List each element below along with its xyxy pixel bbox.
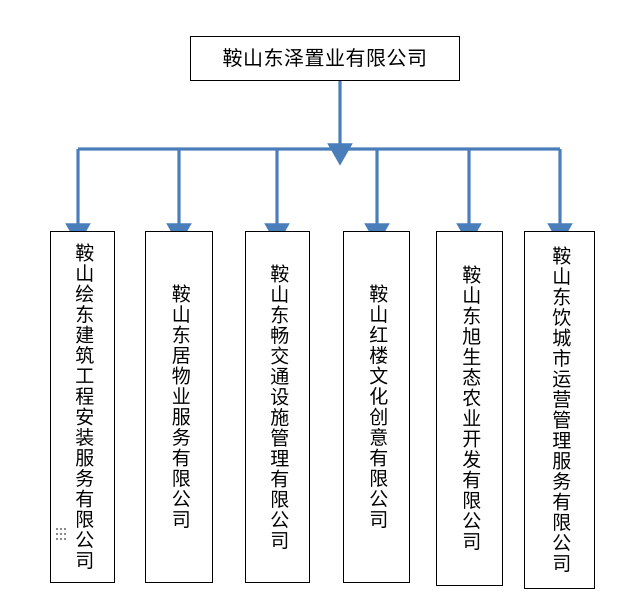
handle-dot <box>64 538 66 540</box>
child-node-label: 鞍山东居物业服务有限公司 <box>168 284 190 530</box>
child-node-label: 鞍山东旭生态农业开发有限公司 <box>459 265 481 552</box>
child-node-5[interactable]: 鞍山东旭生态农业开发有限公司 <box>436 231 503 586</box>
handle-dot <box>60 533 62 535</box>
child-node-label: 鞍山红楼文化创意有限公司 <box>366 284 388 530</box>
root-node-label: 鞍山东泽置业有限公司 <box>222 47 428 70</box>
handle-dot <box>60 538 62 540</box>
handle-dot <box>56 528 58 530</box>
handle-dot <box>60 528 62 530</box>
handle-dot <box>64 528 66 530</box>
child-node-1[interactable]: 鞍山绘东建筑工程安装服务有限公司 <box>50 231 115 583</box>
child-node-4[interactable]: 鞍山红楼文化创意有限公司 <box>343 231 410 583</box>
handle-dot <box>64 533 66 535</box>
handle-dot <box>56 533 58 535</box>
child-node-6[interactable]: 鞍山东饮城市运营管理服务有限公司 <box>524 231 595 589</box>
child-node-label: 鞍山东畅交通设施管理有限公司 <box>267 263 289 551</box>
root-node[interactable]: 鞍山东泽置业有限公司 <box>190 36 460 81</box>
resize-handle-dots[interactable] <box>56 528 67 543</box>
handle-dot <box>56 538 58 540</box>
child-node-2[interactable]: 鞍山东居物业服务有限公司 <box>145 231 213 583</box>
child-node-label: 鞍山绘东建筑工程安装服务有限公司 <box>72 243 94 571</box>
child-node-3[interactable]: 鞍山东畅交通设施管理有限公司 <box>245 231 310 583</box>
child-node-label: 鞍山东饮城市运营管理服务有限公司 <box>549 246 571 574</box>
